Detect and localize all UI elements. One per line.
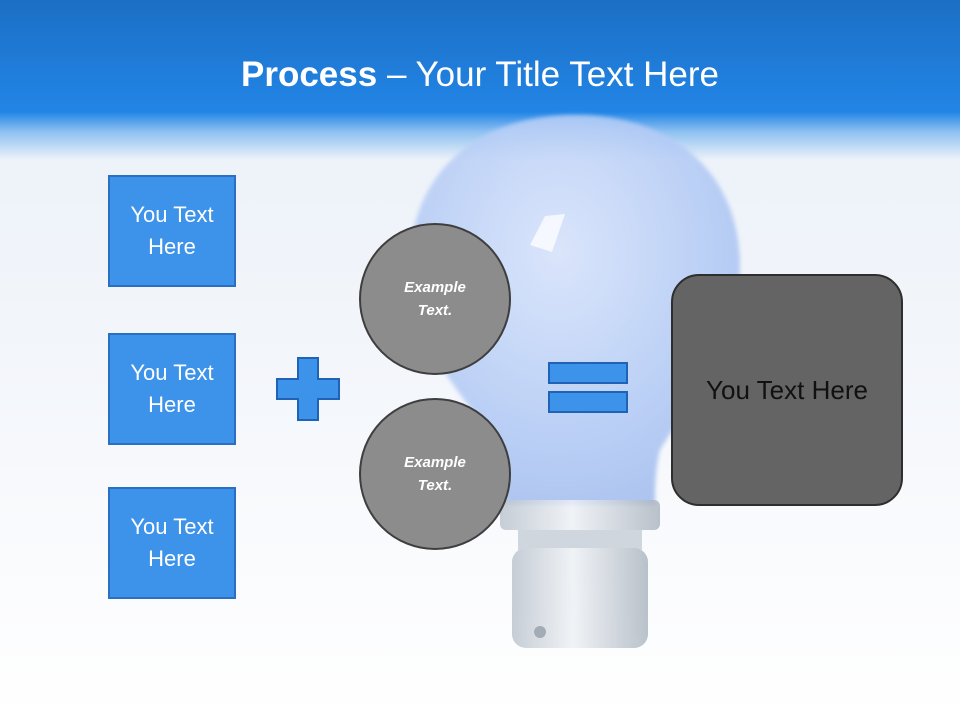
slide-title: Process – Your Title Text Here (0, 52, 960, 98)
bulb-glass (410, 115, 740, 505)
input-box-label: You Text Here (130, 360, 214, 417)
title-bold-part: Process (241, 55, 378, 94)
input-box-2[interactable]: You Text Here (108, 333, 236, 445)
example-circle-label: Example Text. (404, 279, 466, 319)
input-box-1[interactable]: You Text Here (108, 175, 236, 287)
example-circle-1[interactable]: Example Text. (359, 223, 511, 375)
title-rest-part: – Your Title Text Here (377, 55, 719, 94)
input-box-label: You Text Here (130, 514, 214, 571)
example-circle-2[interactable]: Example Text. (359, 398, 511, 550)
result-label: You Text Here (706, 374, 868, 405)
plus-icon (276, 357, 340, 421)
input-box-label: You Text Here (130, 202, 214, 259)
bulb-base (500, 500, 660, 648)
input-box-3[interactable]: You Text Here (108, 487, 236, 599)
title-bar (0, 0, 960, 160)
equals-icon (548, 362, 628, 413)
result-box[interactable]: You Text Here (671, 274, 903, 506)
example-circle-label: Example Text. (404, 454, 466, 494)
bulb-highlight (530, 214, 565, 252)
